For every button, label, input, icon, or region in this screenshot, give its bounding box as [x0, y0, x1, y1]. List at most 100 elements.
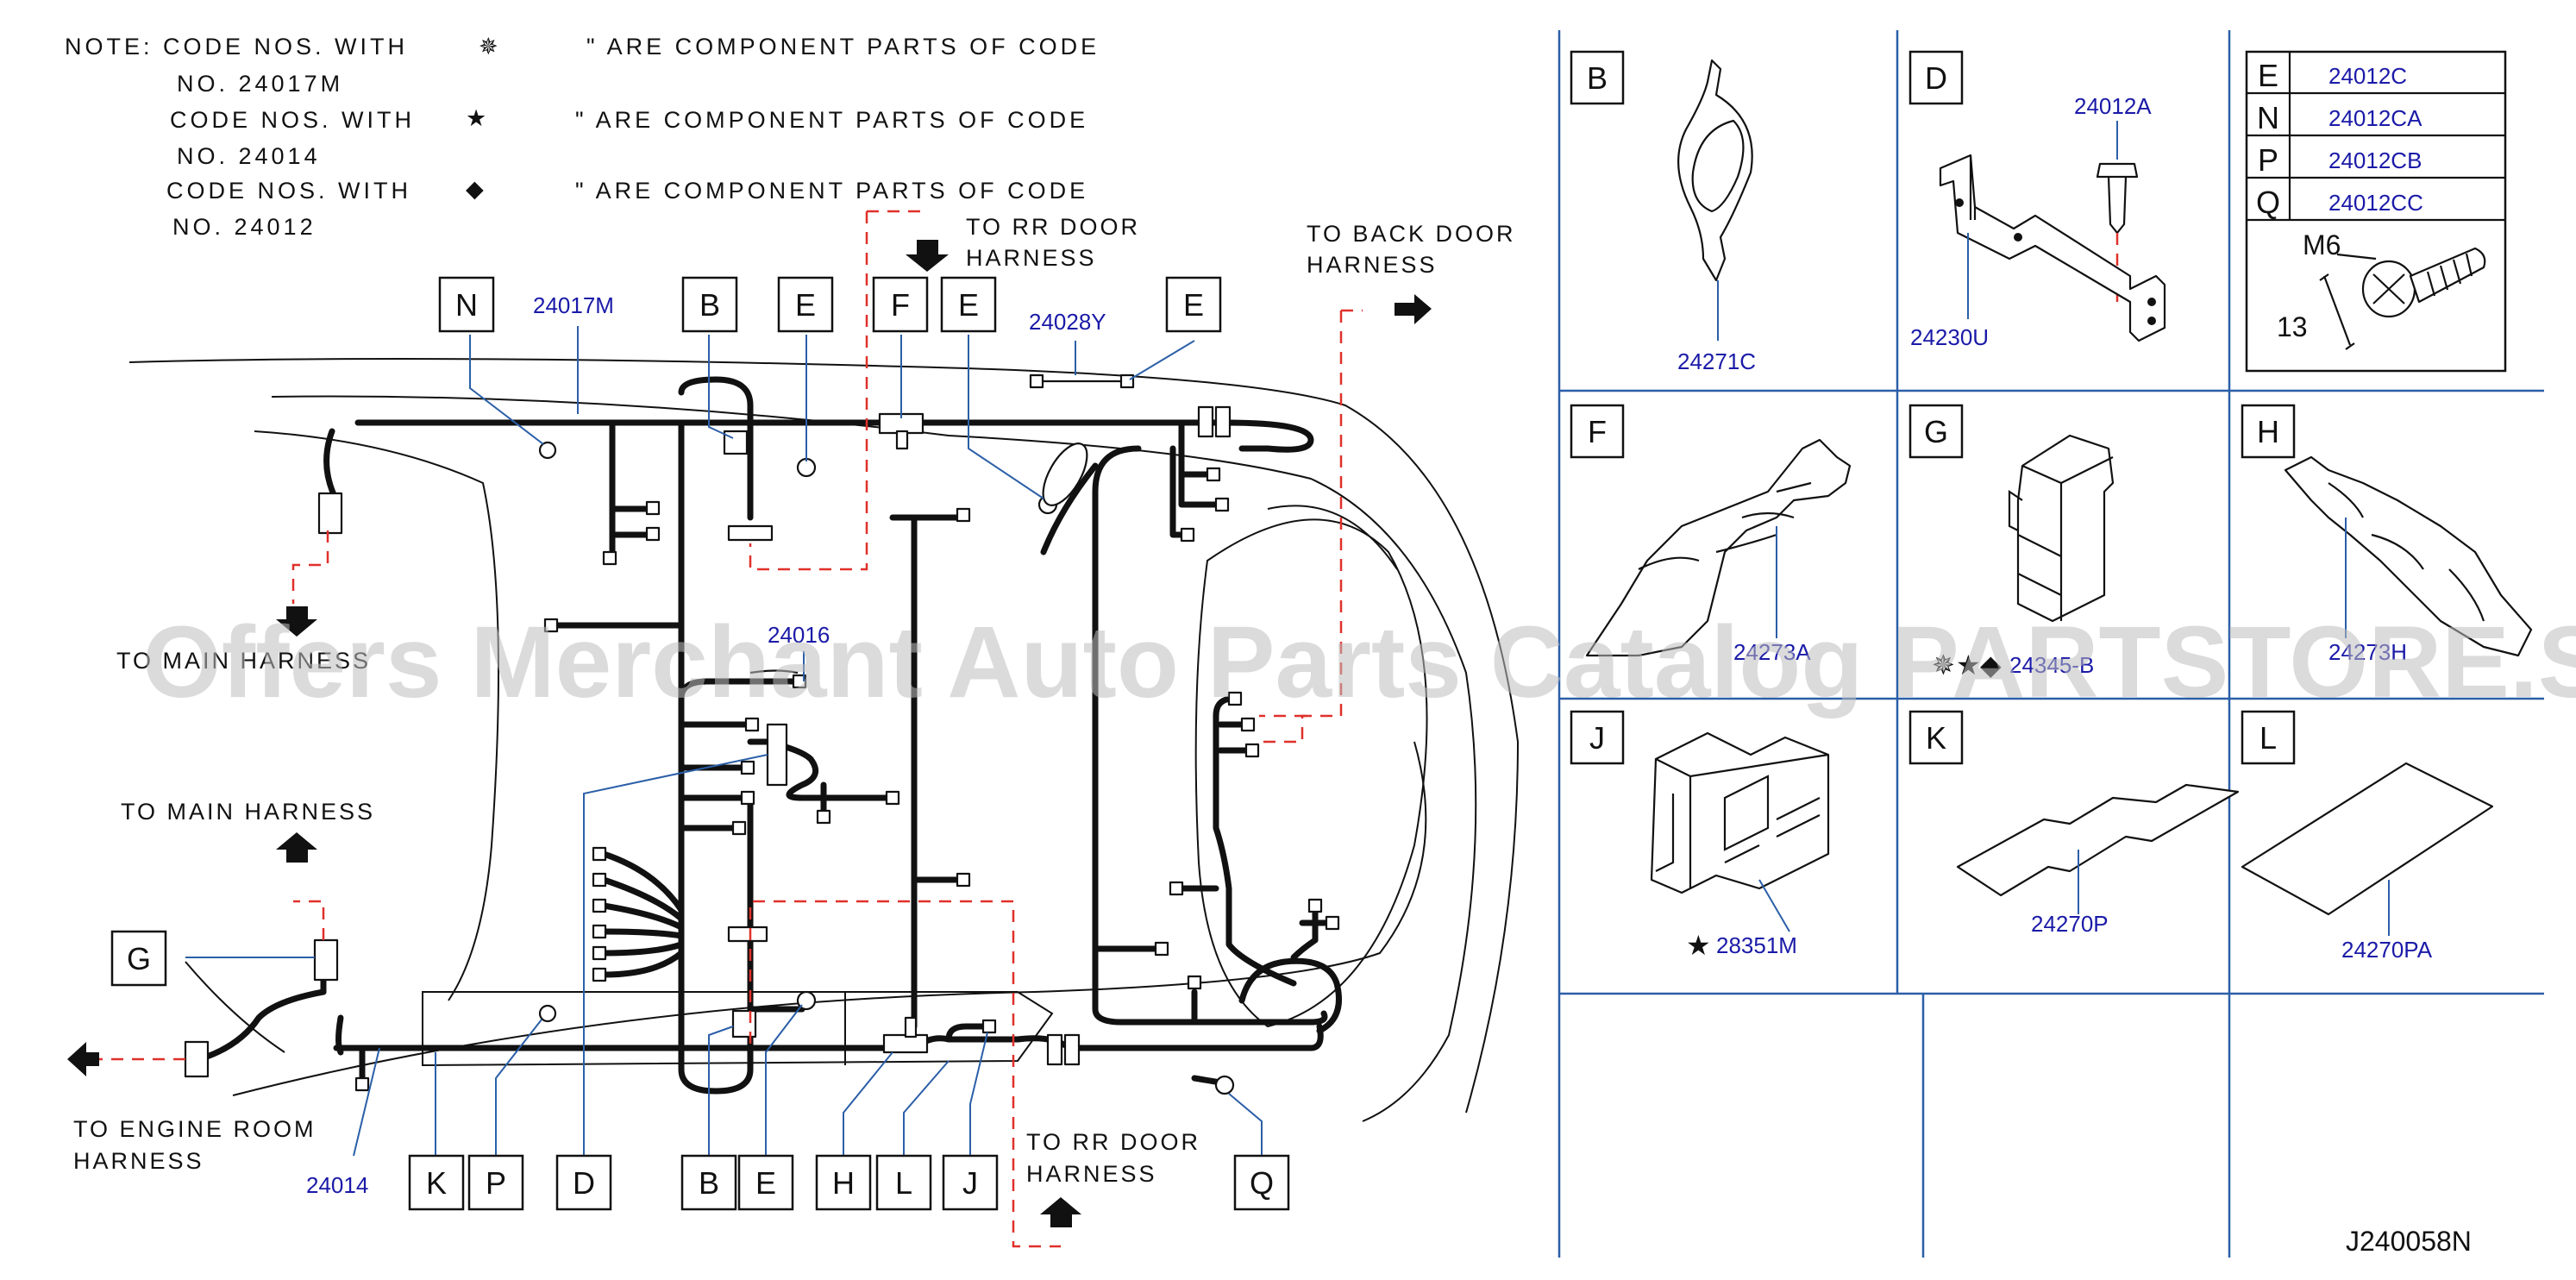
part-number-24028y[interactable]: 24028Y [1029, 309, 1106, 335]
note-line-4: NO. 24014 [177, 143, 321, 169]
terminal-6 [1214, 497, 1230, 512]
grommet-top [1042, 442, 1088, 506]
terminal-15 [816, 809, 831, 825]
star-mark-icon: ★ [1956, 649, 1981, 681]
callout-e-bottom[interactable] [737, 1154, 794, 1211]
panel-b-letter: B [1587, 60, 1608, 96]
callout-q[interactable] [1233, 1154, 1290, 1211]
notes: NOTE: CODE NOS. WITH ✵ " ARE COMPONENT P… [65, 34, 1096, 240]
terminal-9 [792, 674, 807, 689]
terminal-20 [592, 945, 607, 961]
terminal-12 [740, 790, 755, 806]
part-number-24230u[interactable]: 24230U [1910, 324, 1989, 350]
callout-b-bottom[interactable] [680, 1154, 737, 1211]
callout-n-letter: N [455, 287, 478, 323]
panel-h[interactable]: H 24273H [2241, 404, 2533, 665]
panel-h-label-box [2241, 404, 2296, 459]
route-labels: TO RR DOOR HARNESS TO BACK DOOR HARNESS … [73, 214, 1514, 1187]
callout-q-letter: Q [1250, 1165, 1274, 1201]
label-to-engine-room: TO ENGINE ROOM [73, 1116, 317, 1142]
bolt-table[interactable]: E 24012C N 24012CA P 24012CB Q 24012CC M… [2245, 50, 2507, 373]
terminal-5 [1206, 467, 1221, 482]
part-number-24012c[interactable]: 24012C [2328, 63, 2407, 89]
panel-d[interactable]: D 24012A 24230U [1908, 50, 2166, 350]
callout-h[interactable] [815, 1154, 872, 1211]
panel-g[interactable]: G ✵ ★ ◆ 24345-B [1908, 404, 2115, 681]
terminal-19 [592, 924, 607, 939]
part-number-24012a[interactable]: 24012A [2074, 93, 2152, 119]
diagram-code: J240058N [2346, 1226, 2472, 1257]
label-to-main-harness-2: TO MAIN HARNESS [121, 799, 375, 825]
callout-b-bottom-letter: B [699, 1165, 719, 1201]
part-number-24014[interactable]: 24014 [306, 1172, 368, 1198]
part-number-24012cc[interactable]: 24012CC [2328, 190, 2423, 216]
label-harness-back-door: HARNESS [1307, 252, 1438, 278]
main-part-numbers: 24017M 24028Y 24016 24014 [306, 292, 1106, 1198]
terminal-24028Y-a [1029, 373, 1044, 389]
connector-g [313, 938, 339, 982]
leader-lines [185, 326, 1263, 1157]
panel-k-label-box [1908, 710, 1964, 765]
part-number-24270p[interactable]: 24270P [2031, 911, 2109, 937]
watermark: Offers Merchant Auto Parts Catalog PARTS… [142, 605, 2576, 719]
part-number-24012cb[interactable]: 24012CB [2328, 147, 2422, 173]
callout-d[interactable] [555, 1154, 612, 1211]
connector-b-lower [727, 524, 774, 542]
gear-mark-icon: ✵ [1932, 649, 1955, 681]
panel-j-label-box [1570, 710, 1625, 765]
part-number-24273h[interactable]: 24273H [2328, 639, 2407, 665]
callout-d-letter: D [573, 1165, 595, 1201]
callout-g[interactable] [110, 930, 167, 987]
callout-n[interactable] [438, 276, 495, 333]
terminal-28 [1169, 881, 1184, 896]
label-to-main-harness-1: TO MAIN HARNESS [116, 648, 371, 674]
callout-e-mid[interactable] [940, 276, 997, 333]
callout-f[interactable] [872, 276, 929, 333]
callout-j[interactable] [942, 1154, 999, 1211]
gear-symbol-icon: ✵ [479, 34, 502, 60]
callout-e-right[interactable] [1165, 276, 1222, 333]
callout-k[interactable] [408, 1154, 465, 1211]
callout-b-top[interactable] [681, 276, 738, 333]
panel-b-label-box [1570, 50, 1625, 105]
connector-h-pin [904, 1016, 918, 1038]
callout-e-top[interactable] [777, 276, 834, 333]
note-line-6: NO. 24012 [172, 214, 317, 240]
part-number-24270pa[interactable]: 24270PA [2341, 937, 2433, 963]
part-number-24012ca[interactable]: 24012CA [2328, 105, 2422, 131]
callout-p[interactable] [467, 1154, 524, 1211]
callout-l[interactable] [875, 1154, 932, 1211]
part-number-28351m[interactable]: 28351M [1716, 932, 1797, 958]
panel-k[interactable]: K 24270P [1908, 710, 2240, 937]
bolt-row-n-letter: N [2257, 100, 2279, 135]
panel-g-label-box [1908, 404, 1964, 459]
terminal-11 [740, 760, 755, 775]
panel-f-label-box [1570, 404, 1625, 459]
part-number-24016[interactable]: 24016 [768, 622, 830, 648]
ground-q [1214, 1075, 1235, 1095]
connector-b-bottom [731, 1009, 757, 1038]
panel-g-letter: G [1924, 414, 1948, 449]
panel-l-label-box [2241, 710, 2296, 765]
panel-j-letter: J [1589, 720, 1605, 756]
panel-f[interactable]: F 24273A [1570, 404, 1852, 665]
callout-p-letter: P [486, 1165, 506, 1201]
panel-j[interactable]: J ★ 28351M [1570, 710, 1830, 961]
panel-d-letter: D [1925, 60, 1947, 96]
panel-h-letter: H [2257, 414, 2279, 449]
arrow-down-rr-door-icon [906, 240, 949, 272]
part-number-24271c[interactable]: 24271C [1677, 348, 1756, 374]
terminal-17 [592, 872, 607, 888]
panel-l[interactable]: L 24270PA [2241, 710, 2494, 963]
part-number-24345b[interactable]: 24345-B [2009, 652, 2094, 678]
star-symbol-icon: ★ [466, 105, 490, 131]
label-to-rr-door-bottom: TO RR DOOR [1026, 1129, 1200, 1155]
route-arrows [67, 240, 1432, 1227]
panel-d-label-box [1908, 50, 1964, 105]
panel-b[interactable]: B 24271C [1570, 50, 1756, 374]
part-number-24017m[interactable]: 24017M [533, 292, 614, 318]
arrow-up-main-icon [276, 832, 317, 863]
arrow-up-rr-door-icon [1040, 1197, 1081, 1227]
clip-24345b-icon [2016, 434, 2115, 623]
part-number-24273a[interactable]: 24273A [1733, 639, 1811, 665]
